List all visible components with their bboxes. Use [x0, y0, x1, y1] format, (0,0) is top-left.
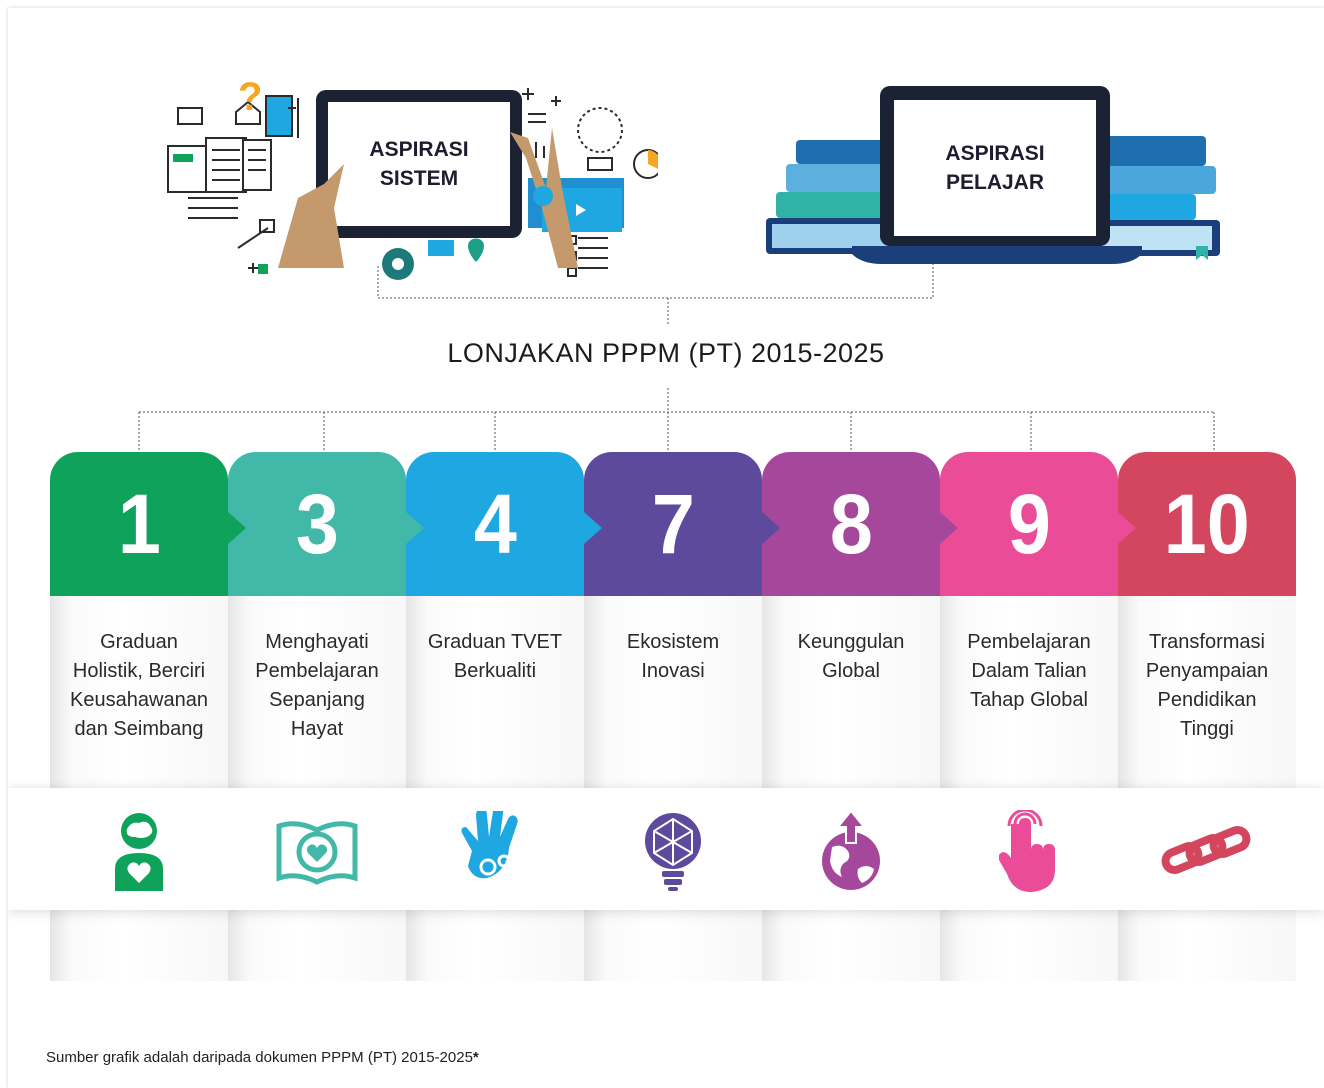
shift-3-label: Menghayati Pembelajaran Sepanjang Hayat: [255, 631, 379, 740]
shift-10-label: Transformasi Penyampaian Pendidikan Ting…: [1145, 631, 1269, 740]
chevron-right-icon: [228, 512, 246, 544]
touch-hand-icon: [940, 808, 1118, 894]
system-aspiration-label: ASPIRASI SISTEM: [369, 138, 469, 190]
shift-8-label: Keunggulan Global: [797, 631, 905, 682]
book-heart-icon: [228, 808, 406, 894]
shift-number: 1: [117, 477, 161, 571]
chevron-right-icon: [940, 512, 958, 544]
chevron-right-icon: [762, 512, 780, 544]
shift-number: 3: [295, 477, 339, 571]
source-footnote: Sumber grafik adalah daripada dokumen PP…: [46, 1049, 479, 1066]
main-title: LONJAKAN PPPM (PT) 2015-2025: [447, 338, 885, 368]
svg-text:?: ?: [238, 75, 262, 119]
chevron-right-icon: [1118, 512, 1136, 544]
shift-number: 9: [1007, 477, 1051, 571]
connector-lines: [138, 258, 1215, 452]
shift-10-tab: 10: [1118, 452, 1296, 596]
shift-1-label: Graduan Holistik, Berciri Keusahawanan d…: [70, 631, 208, 740]
shift-4-label: Graduan TVET Berkualiti: [427, 631, 563, 682]
shift-3-tab: 3: [228, 452, 424, 596]
bulb-network-icon: [584, 808, 762, 894]
shift-number: 4: [473, 477, 517, 571]
chain-link-icon: [1118, 808, 1296, 894]
shift-number: 8: [829, 477, 873, 571]
hand-gears-icon: [406, 808, 584, 894]
shift-8-tab: 8: [762, 452, 958, 596]
shift-number: 10: [1164, 477, 1250, 571]
chevron-right-icon: [406, 512, 424, 544]
student-aspiration-label: ASPIRASI PELAJAR: [945, 142, 1045, 194]
globe-arrow-icon: [762, 808, 940, 894]
infographic: ? ASPIRASI SISTEM ASPIR: [8, 8, 1324, 1088]
shift-9-label: Pembelajaran Dalam Talian Tahap Global: [967, 631, 1091, 711]
shift-7-tab: 7: [584, 452, 780, 596]
chevron-right-icon: [584, 512, 602, 544]
system-illustration: ?: [167, 75, 658, 280]
shift-9-tab: 9: [940, 452, 1136, 596]
shift-7-label: Ekosistem Inovasi: [626, 631, 720, 682]
student-illustration: [766, 86, 1220, 264]
shift-number: 7: [651, 477, 695, 571]
head-heart-icon: [50, 808, 228, 894]
shift-1-tab: 1: [50, 452, 246, 596]
shift-4-tab: 4: [406, 452, 602, 596]
